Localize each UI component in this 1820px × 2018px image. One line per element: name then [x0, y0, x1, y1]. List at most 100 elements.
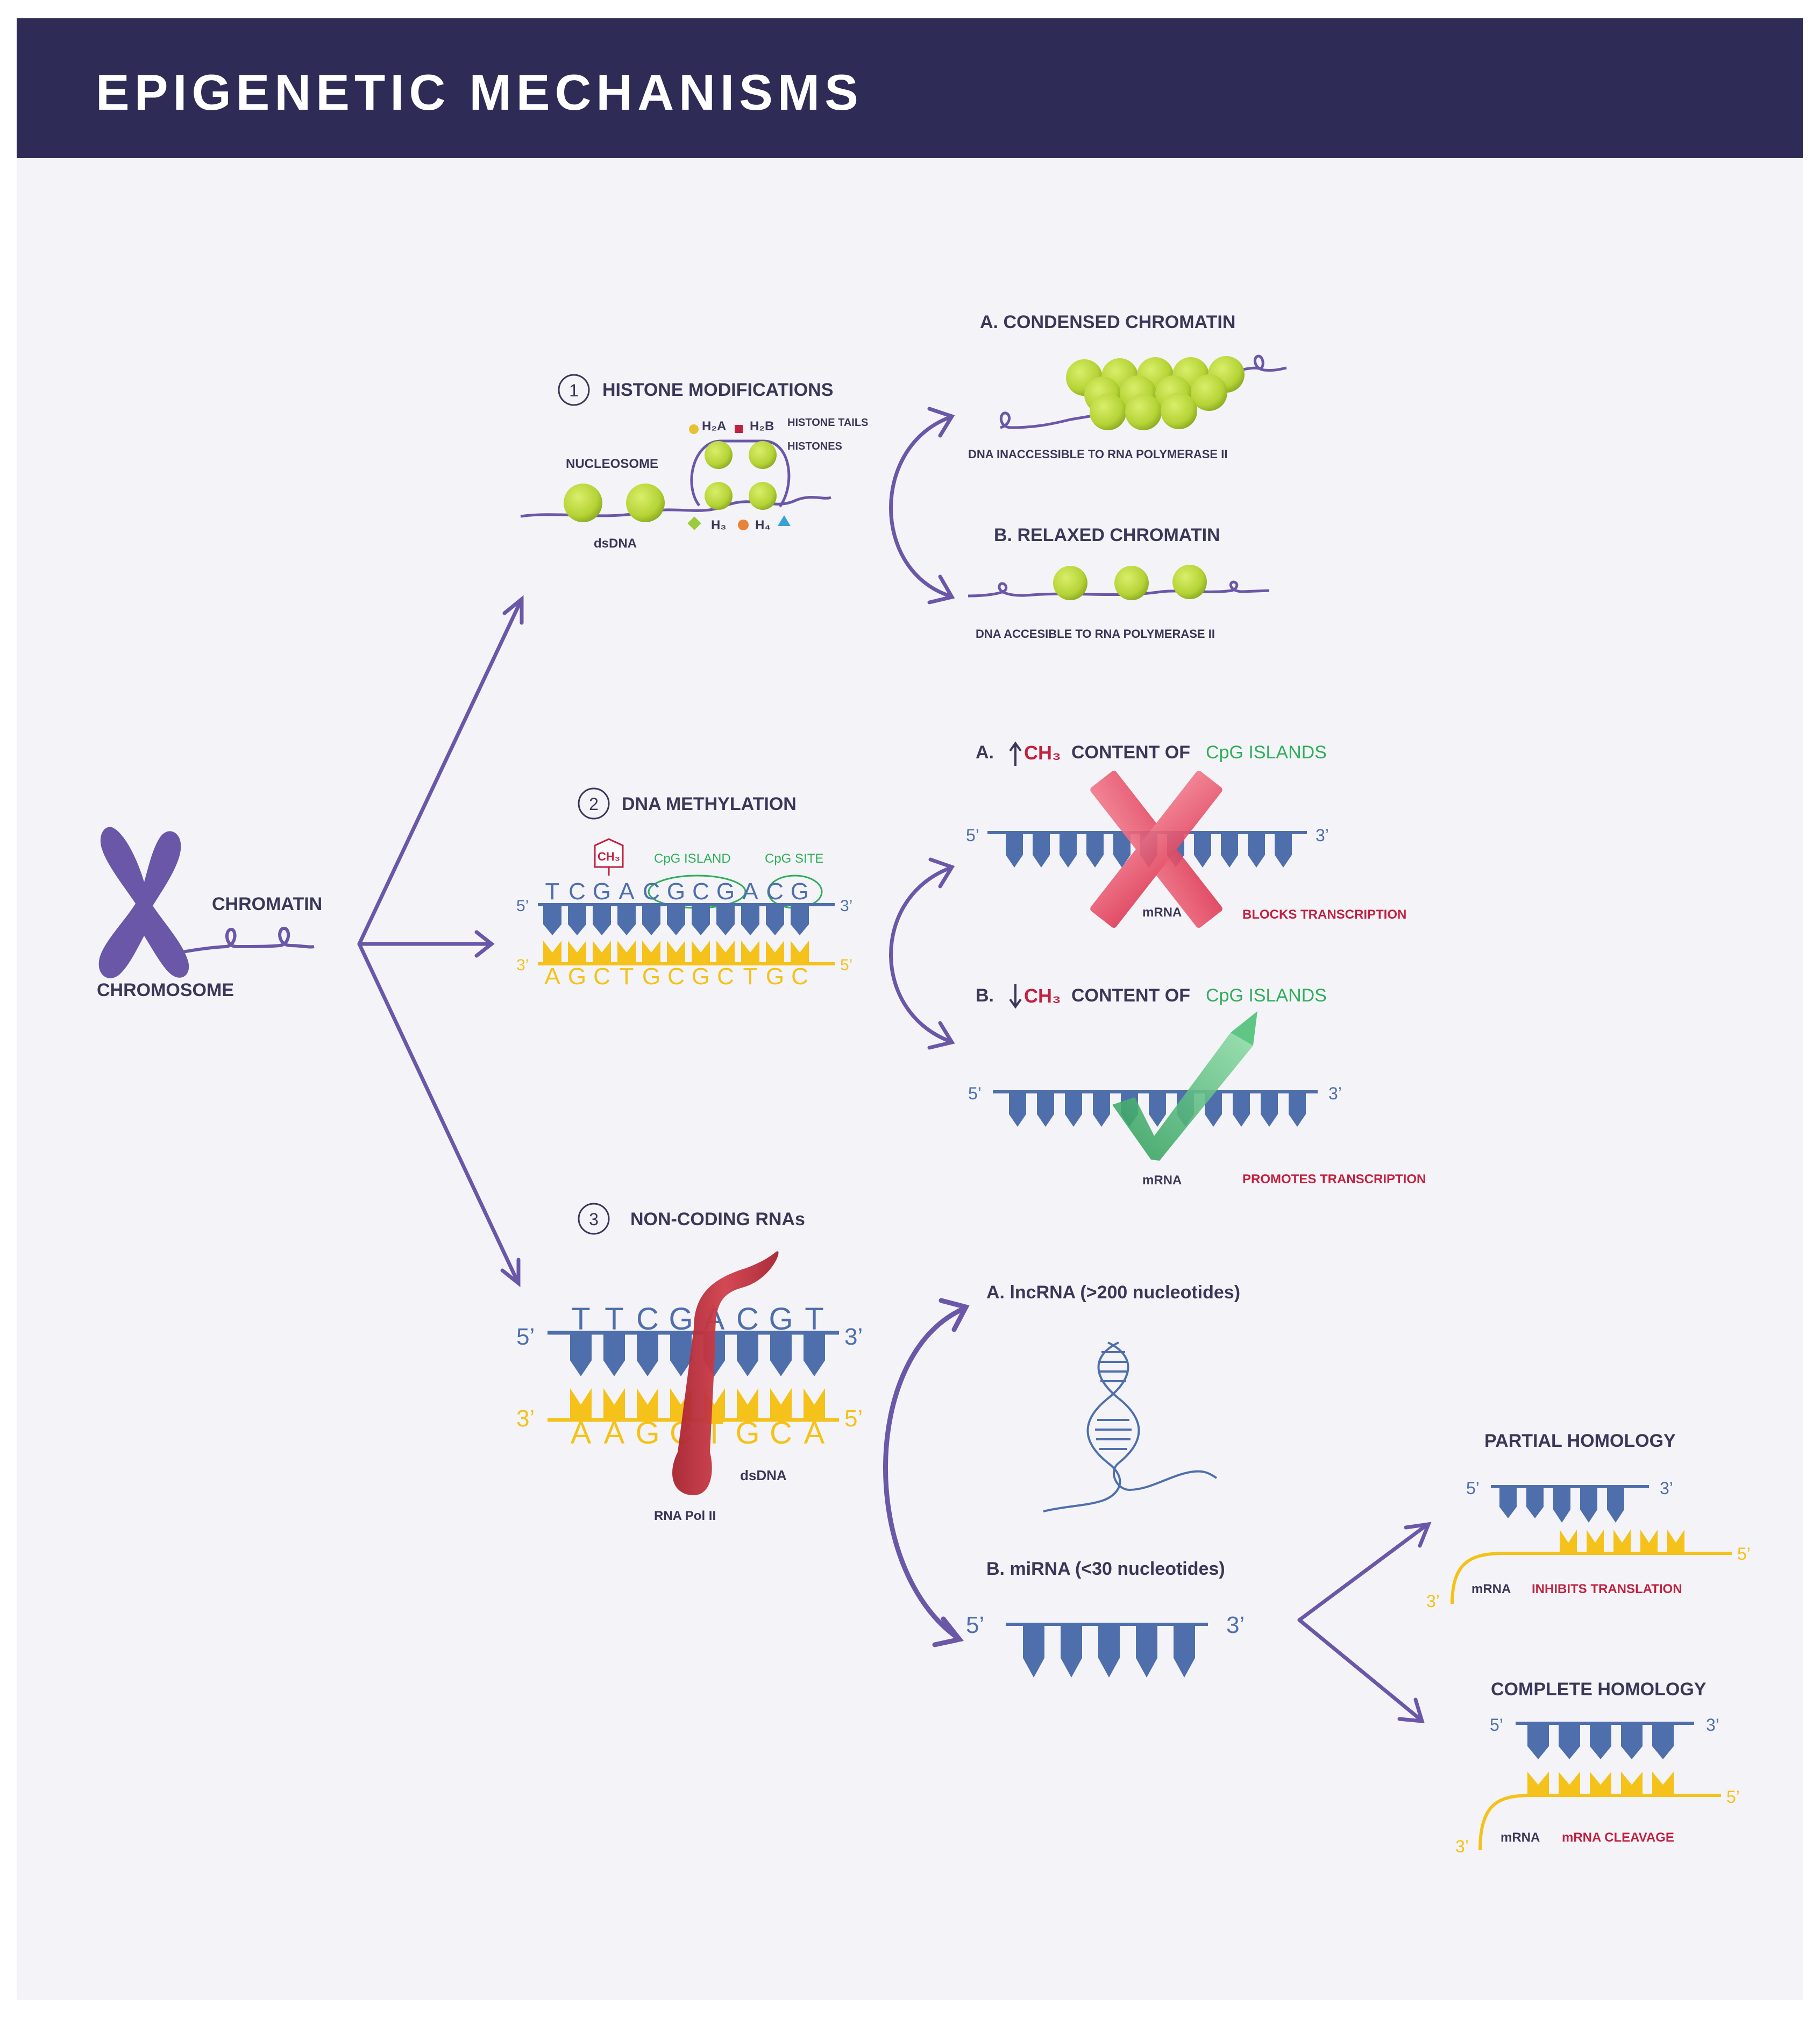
nucleotide-tooth — [667, 906, 685, 935]
h4-label: H₄ — [755, 518, 771, 532]
ncrna-heading: NON-CODING RNAs — [630, 1209, 805, 1230]
nucleotide-tooth — [1113, 834, 1131, 868]
nucleotide-notch — [667, 941, 685, 962]
base-letter: T — [545, 878, 560, 905]
chromosome-figure: CHROMATIN CHROMOSOME — [97, 827, 322, 1000]
methylation-heading: DNA METHYLATION — [622, 794, 797, 814]
nucleosome-label: NUCLEOSOME — [566, 457, 658, 471]
base-letter: C — [593, 963, 610, 990]
partial-5prime-bottom: 5’ — [1737, 1544, 1751, 1564]
mirna-label: B. miRNA (<30 nucleotides) — [986, 1559, 1225, 1579]
nucleotide-notch — [741, 941, 759, 962]
nucleotide-tooth — [1261, 1093, 1278, 1127]
arrow-to-histone-head — [502, 595, 524, 625]
meth-5prime-bottom: 5’ — [840, 956, 852, 974]
nc-5prime-bottom: 5’ — [844, 1405, 863, 1432]
complete-5prime-top: 5’ — [1490, 1715, 1503, 1735]
base-letter: T — [620, 963, 634, 990]
nucleotide-tooth — [1086, 834, 1104, 868]
meth-a-ch3: CH₃ — [1024, 742, 1061, 764]
meth-a-mrna: mRNA — [1142, 905, 1182, 920]
nucleotide-tooth — [1098, 1626, 1120, 1678]
nucleotide-notch — [1559, 1772, 1580, 1795]
nucleotide-notch — [637, 1388, 658, 1418]
relaxed-nucleosome — [1172, 565, 1207, 599]
nucleotide-tooth — [1023, 1626, 1044, 1678]
nucleotide-tooth — [766, 906, 784, 935]
base-letter: C — [766, 878, 784, 905]
complete-homology-heading: COMPLETE HOMOLOGY — [1491, 1679, 1707, 1700]
base-letter: C — [667, 963, 685, 990]
base-letter: G — [716, 878, 735, 905]
step-number-2: 2 — [589, 794, 599, 814]
nucleotide-tooth — [1065, 1093, 1082, 1127]
main-branch-arrows — [357, 595, 524, 1288]
nucleotide-tooth — [1527, 1725, 1549, 1759]
nucleotide-tooth — [1590, 1725, 1611, 1759]
base-letter: A — [618, 878, 635, 905]
chromosome-icon — [98, 827, 189, 978]
nucleotide-tooth — [716, 906, 735, 935]
base-letter: C — [717, 963, 734, 990]
header-bar — [17, 18, 1803, 158]
meth-5prime-top: 5’ — [516, 897, 529, 915]
histone-toggle-arrow-head-up — [927, 407, 955, 438]
histone-heading: HISTONE MODIFICATIONS — [602, 380, 833, 400]
page-title: EPIGENETIC MECHANISMS — [96, 64, 863, 120]
partial-homology-heading: PARTIAL HOMOLOGY — [1484, 1431, 1676, 1451]
meth-b-ch3: CH₃ — [1024, 985, 1061, 1007]
nucleotide-tooth — [642, 906, 660, 935]
methyl-mark-icon — [735, 425, 743, 433]
nucleotide-tooth — [570, 1334, 592, 1376]
nucleotide-tooth — [1033, 834, 1050, 868]
cpg-site-label: CpG SITE — [765, 851, 823, 866]
nucleotide-tooth — [791, 906, 809, 935]
base-letter: G — [692, 963, 710, 990]
nucleotide-notch — [766, 941, 784, 962]
nucleotide-tooth — [1275, 834, 1292, 868]
nucleotide-tooth — [1037, 1093, 1054, 1127]
condensed-caption: DNA INACCESSIBLE TO RNA POLYMERASE II — [968, 447, 1227, 461]
partial-mrna-label: mRNA — [1471, 1582, 1511, 1596]
meth-b-cpg-islands: CpG ISLANDS — [1206, 985, 1327, 1006]
methylation-toggle-arrow — [889, 866, 952, 1043]
nucleotide-tooth — [804, 1334, 825, 1376]
ncrna-toggle-arrow — [883, 1306, 965, 1641]
base-letter: G — [642, 963, 660, 990]
nucleotide-tooth — [568, 906, 586, 935]
base-letter: A — [544, 963, 560, 990]
methylation-toggle-arrow-head-down — [927, 1021, 955, 1050]
up-arrow-icon — [1009, 741, 1022, 766]
base-letter: G — [769, 1302, 793, 1337]
nucleosome-bead — [626, 484, 665, 522]
meth-3prime-top: 3’ — [840, 897, 852, 915]
meth-a-cpg-islands: CpG ISLANDS — [1206, 742, 1327, 763]
nucleotide-tooth — [1093, 1093, 1110, 1127]
nucleotide-tooth — [741, 906, 759, 935]
methylation-section: 2 DNA METHYLATION CH₃ CpG ISLAND CpG SIT… — [516, 741, 1426, 1188]
nucleotide-tooth — [1009, 1093, 1026, 1127]
meth-b-label: B. — [976, 985, 994, 1006]
step-number-3: 3 — [589, 1210, 599, 1229]
histone-octamer-bead — [705, 441, 733, 469]
nucleotide-tooth — [1061, 1626, 1082, 1678]
histone-octamer-bead — [705, 482, 733, 510]
nucleotide-tooth — [1248, 834, 1265, 868]
histone-loop — [690, 439, 791, 508]
h3-label: H₃ — [711, 518, 726, 532]
ncrna-section: 3 NON-CODING RNAs TTCGACGT AAGCTGCA 5’ 3… — [516, 1203, 1751, 1856]
inhibits-translation-label: INHIBITS TRANSLATION — [1532, 1582, 1682, 1596]
nucleosome-bead — [564, 484, 602, 522]
base-letter: C — [692, 878, 709, 905]
rna-pol-ii-label: RNA Pol II — [654, 1509, 716, 1523]
histones-label: HISTONES — [787, 440, 842, 452]
sumo-mark-icon — [778, 515, 791, 526]
nucleotide-notch — [570, 1388, 592, 1418]
base-letter: C — [643, 878, 660, 905]
nucleotide-tooth — [1526, 1488, 1544, 1518]
base-letter: G — [669, 1302, 693, 1337]
step-number-circle-1 — [558, 374, 590, 406]
arrow-to-histone — [357, 599, 523, 946]
